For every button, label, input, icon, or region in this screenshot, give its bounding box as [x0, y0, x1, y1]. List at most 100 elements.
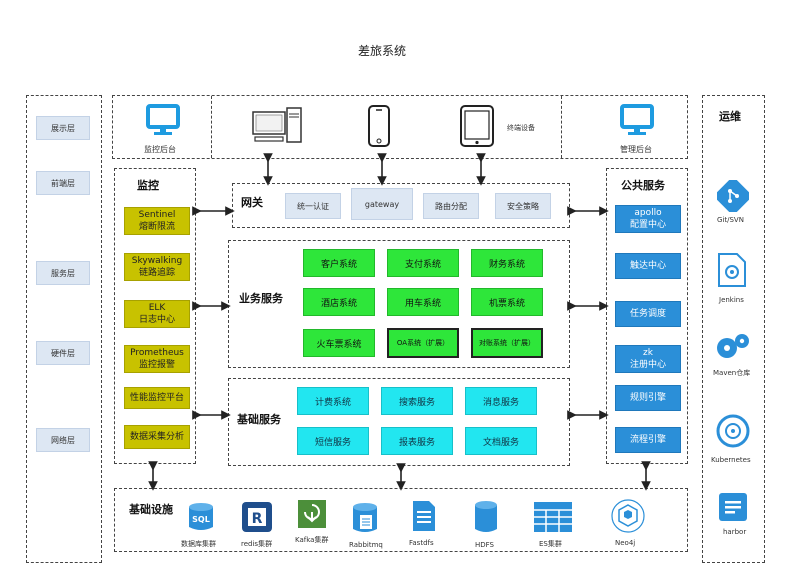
- monitor-item-line2: 熔断限流: [138, 222, 175, 232]
- infra-label: redis集群: [241, 540, 273, 548]
- infrastructure-panel: 基础设施 SQL 数据库集群 R redis集群 Kafka集群 Rabbitm…: [114, 488, 688, 552]
- infra-label: Fastdfs: [409, 539, 434, 547]
- public-item-apollo[interactable]: apollo 配置中心: [615, 205, 681, 233]
- infra-label: Neo4j: [615, 539, 636, 547]
- monitor-item-data-analysis[interactable]: 数据采集分析: [124, 425, 190, 449]
- public-item-line1: 触达中心: [629, 261, 666, 271]
- monitor-item-line1: 性能监控平台: [129, 393, 184, 403]
- public-services-heading: 公共服务: [621, 179, 665, 192]
- harbor-icon: [719, 493, 747, 521]
- business-item[interactable]: 酒店系统: [303, 288, 375, 316]
- database-icon: SQL: [189, 503, 213, 530]
- git-icon: [717, 180, 749, 212]
- business-panel: 业务服务 客户系统 支付系统 财务系统 酒店系统 用车系统 机票系统 火车票系统…: [228, 240, 570, 368]
- monitor-item-prometheus[interactable]: Prometheus 监控报警: [124, 345, 190, 373]
- layer-hardware: 硬件层: [36, 341, 90, 365]
- monitor-item-line1: Prometheus: [130, 348, 184, 358]
- monitoring-heading: 监控: [137, 179, 159, 192]
- device-row: 监控后台 终端设备 管理后台: [112, 95, 688, 159]
- ops-label: Git/SVN: [717, 216, 744, 224]
- public-item-rule-engine[interactable]: 规则引擎: [615, 385, 681, 411]
- monitor-icon: [146, 104, 180, 135]
- admin-monitor-icon: [620, 104, 654, 135]
- infrastructure-heading: 基础设施: [129, 503, 173, 516]
- business-item[interactable]: 用车系统: [387, 288, 459, 316]
- base-service-item[interactable]: 计费系统: [297, 387, 369, 415]
- infra-label: 数据库集群: [181, 540, 216, 548]
- public-item-zk[interactable]: zk 注册中心: [615, 345, 681, 373]
- jenkins-icon: [718, 253, 746, 287]
- base-service-item[interactable]: 报表服务: [381, 427, 453, 455]
- base-service-item[interactable]: 搜索服务: [381, 387, 453, 415]
- monitor-item-line1: Skywalking: [131, 256, 183, 266]
- infra-label: ES集群: [539, 540, 562, 548]
- maven-gears-icon: [717, 334, 749, 358]
- public-item-line1: 规则引擎: [629, 393, 666, 403]
- terminal-label: 终端设备: [507, 124, 535, 132]
- base-service-item[interactable]: 短信服务: [297, 427, 369, 455]
- business-item[interactable]: 火车票系统: [303, 329, 375, 357]
- base-services-panel: 基础服务 计费系统 搜索服务 消息服务 短信服务 报表服务 文档服务: [228, 378, 570, 466]
- public-item-scheduler[interactable]: 任务调度: [615, 301, 681, 327]
- business-heading: 业务服务: [239, 292, 283, 305]
- hdfs-cylinder-icon: [475, 501, 497, 532]
- monitor-backend-label: 监控后台: [144, 145, 176, 154]
- business-item[interactable]: 支付系统: [387, 249, 459, 277]
- monitor-item-line2: 监控报警: [138, 360, 175, 370]
- business-item[interactable]: 财务系统: [471, 249, 543, 277]
- public-item-line1: 流程引擎: [629, 435, 666, 445]
- monitoring-panel: 监控 Sentinel 熔断限流 Skywalking 链路追踪 ELK 日志中…: [114, 168, 196, 464]
- gateway-heading: 网关: [241, 196, 263, 209]
- business-item[interactable]: 客户系统: [303, 249, 375, 277]
- layer-service: 服务层: [36, 261, 90, 285]
- layer-network: 网络层: [36, 428, 90, 452]
- business-item-extension[interactable]: 对账系统（扩展）: [471, 328, 543, 358]
- redis-icon: R: [242, 502, 272, 532]
- ops-label: harbor: [723, 528, 747, 536]
- monitor-item-elk[interactable]: ELK 日志中心: [124, 300, 190, 328]
- layer-frontend: 前端层: [36, 171, 90, 195]
- smartphone-icon: [368, 105, 390, 147]
- monitor-item-line1: ELK: [148, 303, 166, 313]
- gateway-item-gateway[interactable]: gateway: [351, 188, 413, 220]
- public-item-line2: 配置中心: [629, 220, 666, 230]
- svg-text:R: R: [252, 511, 263, 527]
- ops-label: Jenkins: [719, 296, 744, 304]
- public-services-panel: 公共服务 apollo 配置中心 触达中心 任务调度 zk 注册中心 规则引擎 …: [606, 168, 688, 464]
- base-service-item[interactable]: 消息服务: [465, 387, 537, 415]
- public-item-reach-center[interactable]: 触达中心: [615, 253, 681, 279]
- gateway-item-auth[interactable]: 统一认证: [285, 193, 341, 219]
- infra-label: HDFS: [475, 541, 495, 549]
- gateway-item-security[interactable]: 安全策略: [495, 193, 551, 219]
- kubernetes-icon: [716, 414, 750, 448]
- monitor-item-skywalking[interactable]: Skywalking 链路追踪: [124, 253, 190, 281]
- diagram-title: 差旅系统: [358, 44, 407, 58]
- layer-column: 展示层 前端层 服务层 硬件层 网络层: [26, 95, 102, 563]
- public-item-line2: 注册中心: [629, 360, 666, 370]
- ops-label: Maven仓库: [713, 369, 751, 377]
- admin-backend-label: 管理后台: [620, 145, 652, 154]
- business-item-extension[interactable]: OA系统（扩展）: [387, 328, 459, 358]
- monitor-item-line1: 数据采集分析: [129, 432, 184, 442]
- gateway-panel: 网关 统一认证 gateway 路由分配 安全策略: [232, 183, 570, 228]
- ops-label: Kubernetes: [711, 456, 751, 464]
- public-item-line1: 任务调度: [629, 309, 666, 319]
- public-item-workflow-engine[interactable]: 流程引擎: [615, 427, 681, 453]
- monitor-backend-panel: [113, 96, 212, 158]
- tablet-icon: [460, 105, 494, 147]
- base-service-item[interactable]: 文档服务: [465, 427, 537, 455]
- monitor-item-line2: 日志中心: [138, 315, 175, 325]
- svg-text:SQL: SQL: [192, 515, 210, 524]
- ops-panel: 运维 Git/SVN Jenkins Maven仓库 Kubernetes ha…: [702, 95, 765, 563]
- ops-heading: 运维: [719, 110, 741, 123]
- device-divider: [561, 96, 563, 158]
- monitor-item-sentinel[interactable]: Sentinel 熔断限流: [124, 207, 190, 235]
- neo4j-icon: [611, 499, 645, 533]
- infra-label: Rabbitmq: [349, 541, 383, 549]
- monitor-item-line2: 链路追踪: [138, 268, 175, 278]
- public-item-line1: apollo: [634, 208, 662, 218]
- gateway-item-routing[interactable]: 路由分配: [423, 193, 479, 219]
- base-services-heading: 基础服务: [237, 413, 281, 426]
- business-item[interactable]: 机票系统: [471, 288, 543, 316]
- monitor-item-performance[interactable]: 性能监控平台: [124, 387, 190, 409]
